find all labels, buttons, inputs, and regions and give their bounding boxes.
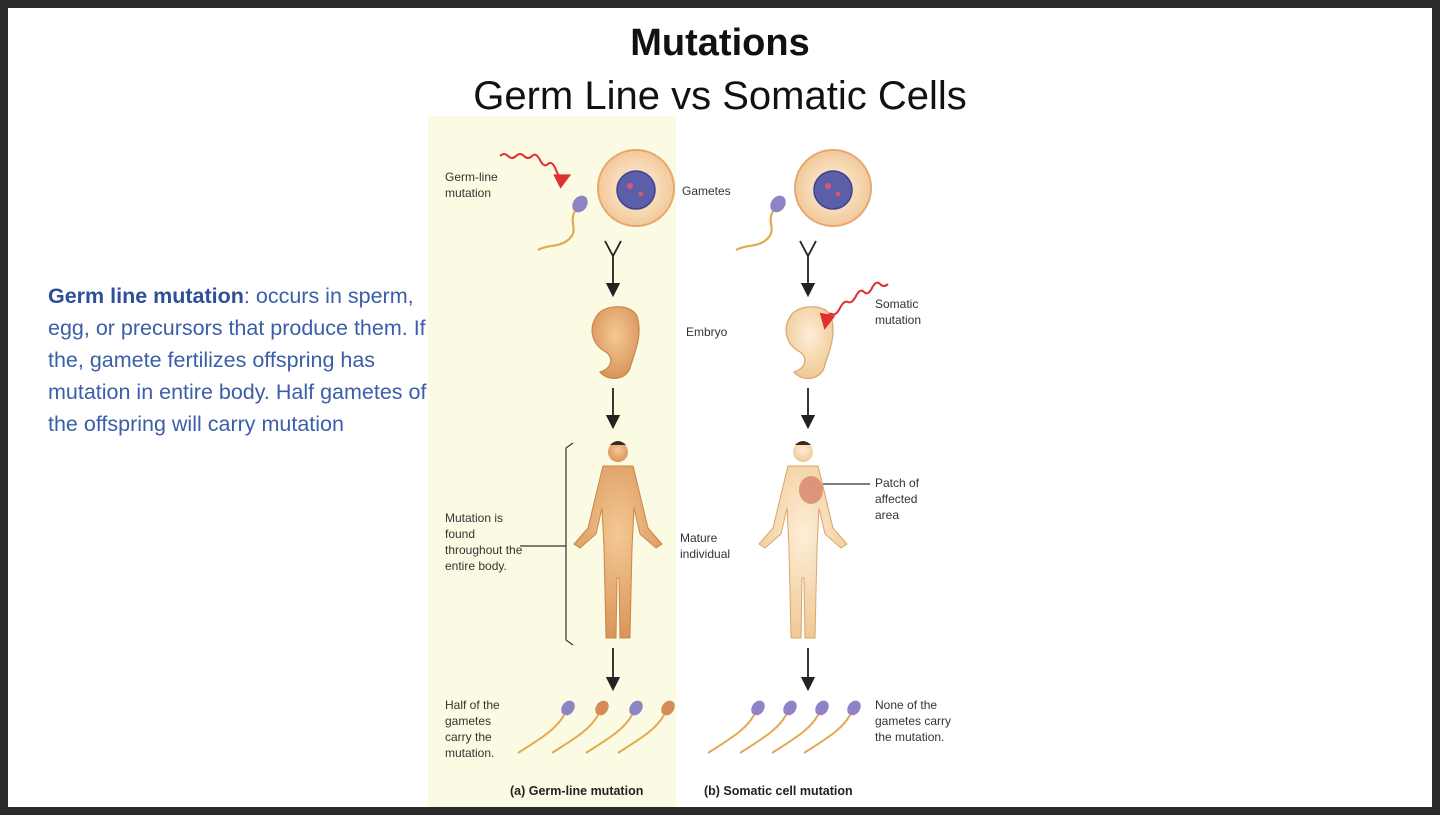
human-figure-icon (573, 441, 663, 639)
sperm-icon (735, 195, 786, 251)
caption-somatic: (b) Somatic cell mutation (704, 784, 853, 798)
label-none-gametes: None of the gametes carry the mutation. (875, 698, 952, 744)
somatic-column (707, 149, 889, 754)
definition-text: Germ line mutation: occurs in sperm, egg… (48, 280, 428, 440)
label-somatic-mutation: Somatic mutation (875, 297, 922, 327)
egg-cell-icon (794, 149, 872, 227)
egg-cell-icon (597, 149, 675, 227)
slide: Mutations Germ Line vs Somatic Cells Ger… (8, 8, 1432, 807)
label-germline-mutation: Germ-line mutation (445, 170, 498, 200)
definition-term: Germ line mutation (48, 284, 244, 308)
caption-germline: (a) Germ-line mutation (510, 784, 644, 798)
germline-column (499, 149, 675, 754)
fertilization-join (605, 240, 621, 290)
germline-panel-highlight (428, 116, 676, 807)
label-embryo: Embryo (686, 325, 728, 339)
human-figure-icon (758, 441, 848, 639)
germline-mutation-arrow (499, 153, 572, 189)
label-gametes: Gametes (682, 184, 731, 198)
sperm-icon (537, 195, 588, 251)
embryo-icon (785, 306, 834, 379)
label-found-throughout: Mutation is found throughout the entire … (445, 511, 523, 573)
fertilization-join (800, 240, 816, 290)
body-bracket (520, 442, 574, 646)
label-patch-area: Patch of affected area (875, 476, 920, 522)
affected-patch (799, 476, 823, 504)
gametes-half-mutated-icon (517, 700, 675, 754)
gametes-none-mutated-icon (707, 700, 861, 754)
slide-subtitle: Germ Line vs Somatic Cells (473, 74, 967, 118)
label-half-gametes: Half of the gametes carry the mutation. (445, 698, 500, 760)
somatic-mutation-arrow (819, 281, 889, 330)
label-mature-individual: Mature individual (680, 531, 731, 561)
embryo-icon (591, 306, 640, 379)
slide-title: Mutations (630, 22, 810, 64)
mutation-diagram (499, 149, 889, 754)
definition-body: : occurs in sperm, egg, or precursors th… (48, 284, 427, 436)
